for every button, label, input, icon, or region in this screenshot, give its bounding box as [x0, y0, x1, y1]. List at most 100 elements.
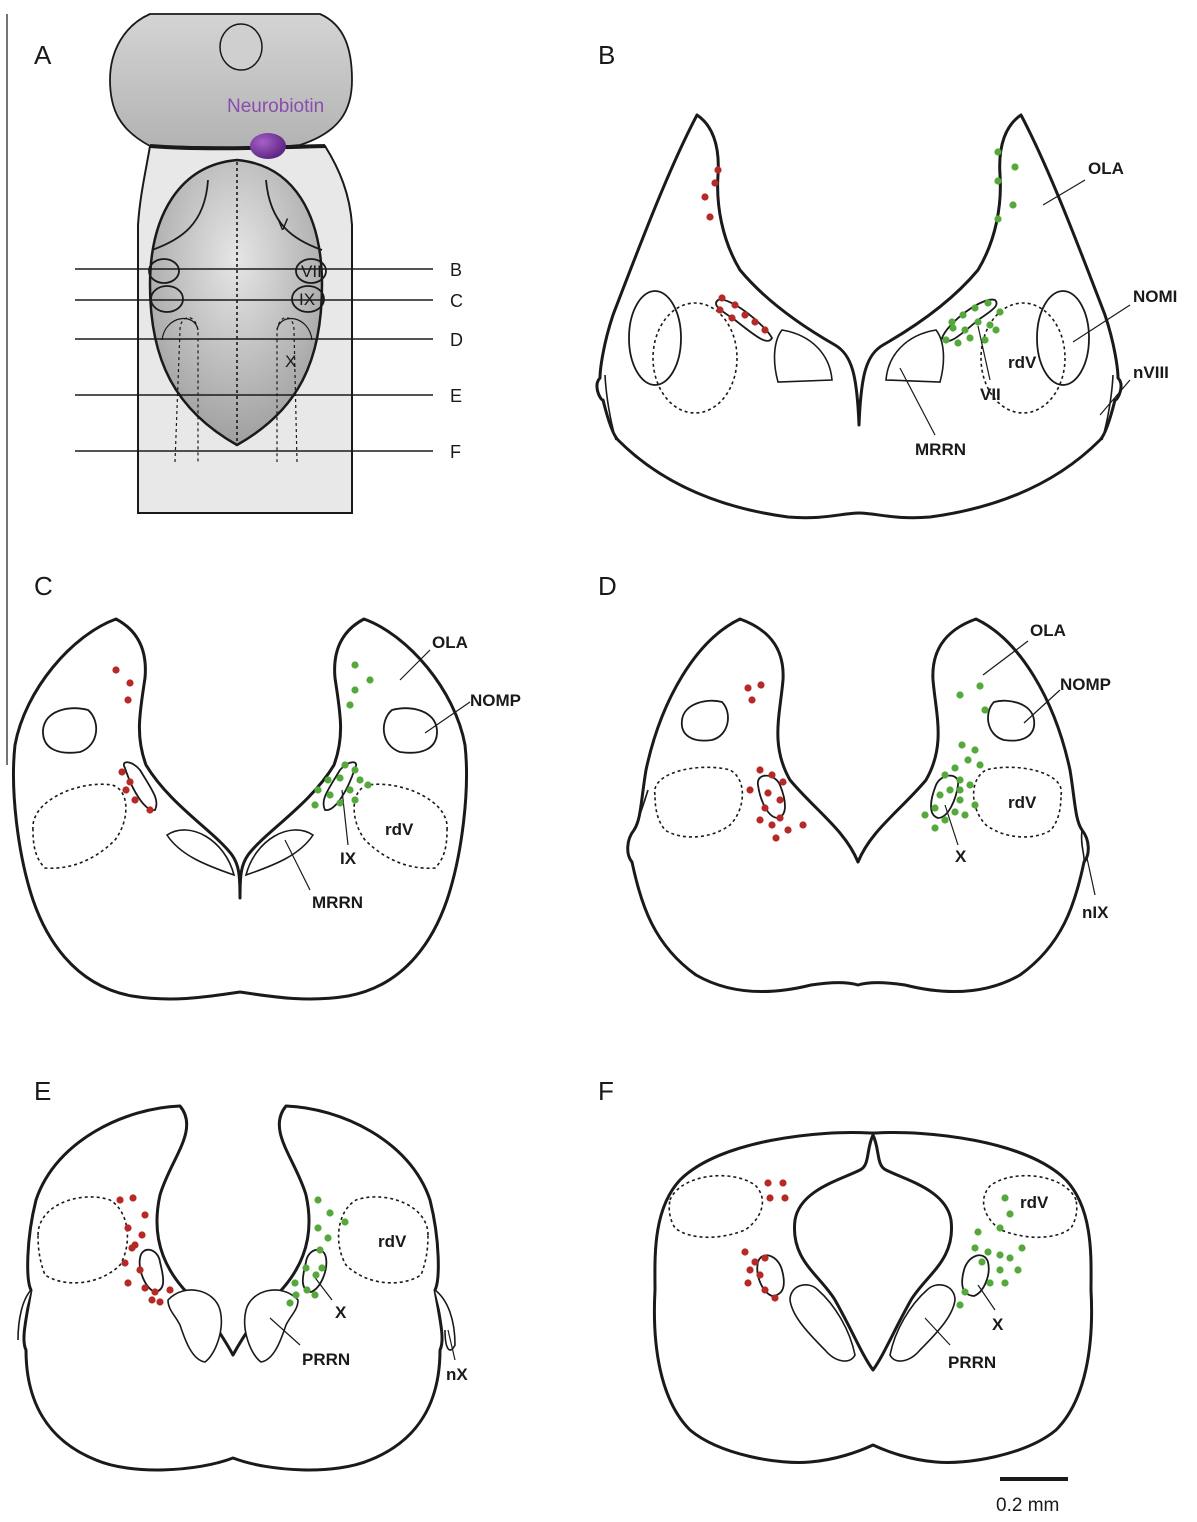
section-e-outline [24, 1106, 442, 1470]
b-green-cell [981, 336, 988, 343]
e-red-cell [156, 1298, 163, 1305]
e-red-cell [124, 1279, 131, 1286]
f-green-cell [1018, 1244, 1025, 1251]
b-green-cell [992, 326, 999, 333]
e-red-cell [131, 1241, 138, 1248]
d-green-cell [976, 761, 983, 768]
c-green-cell [364, 781, 371, 788]
panel-f-letter: F [598, 1076, 614, 1106]
panel-e-letter: E [34, 1076, 51, 1106]
f-green-cell [961, 1288, 968, 1295]
f-red-cell [756, 1271, 763, 1278]
b-label-nviii: nVIII [1133, 363, 1169, 382]
c-green-cell [351, 796, 358, 803]
f-red-cell [779, 1179, 786, 1186]
d-green-cell [966, 781, 973, 788]
e-green-cell [311, 1291, 318, 1298]
f-red-cell [744, 1279, 751, 1286]
d-green-cell [961, 811, 968, 818]
d-red-cell [748, 696, 755, 703]
d-green-cell [971, 746, 978, 753]
panel-e: E rdV X PRRN nX [18, 1076, 468, 1470]
d-green-cell [958, 741, 965, 748]
d-red-cell [784, 826, 791, 833]
cut-label-d: D [450, 330, 463, 350]
panel-d: D OLA NOMP rdV X nIX [598, 571, 1111, 992]
d-green-cell [936, 791, 943, 798]
d-green-cell [981, 706, 988, 713]
panel-a-letter: A [34, 40, 52, 70]
panel-d-letter: D [598, 571, 617, 601]
f-red-cell [761, 1286, 768, 1293]
c-green-cell [341, 761, 348, 768]
e-red-cell [141, 1211, 148, 1218]
d-red-cell [768, 821, 775, 828]
c-green-cell [346, 701, 353, 708]
f-green-cell [1014, 1266, 1021, 1273]
b-green-cell [948, 318, 955, 325]
b-green-cell [984, 299, 991, 306]
b-green-cell [971, 304, 978, 311]
e-red-cell [121, 1259, 128, 1266]
d-label-rdv: rdV [1008, 793, 1037, 812]
b-green-cell [959, 311, 966, 318]
b-red-cell [718, 294, 725, 301]
c-red-cell [118, 768, 125, 775]
b-label-vii: VII [980, 385, 1001, 404]
b-label-ola: OLA [1088, 159, 1124, 178]
b-green-cell [1011, 163, 1018, 170]
f-green-cell [978, 1258, 985, 1265]
panel-b: B OLA NOMI nVIII rdV VII MRRN [597, 40, 1177, 518]
e-green-cell [316, 1246, 323, 1253]
c-green-cell [326, 791, 333, 798]
e-green-cell [312, 1271, 319, 1278]
b-green-cell [1009, 201, 1016, 208]
c-green-cell [356, 776, 363, 783]
b-green-cell [994, 148, 1001, 155]
c-red-cell [112, 666, 119, 673]
b-green-cell [954, 339, 961, 346]
scale-bar: 0.2 mm [996, 1479, 1068, 1516]
panel-a: A V VII IX X Neurobiotin B [34, 14, 463, 513]
b-red-cell [731, 301, 738, 308]
d-green-cell [946, 786, 953, 793]
b-red-cell [706, 213, 713, 220]
b-red-cell [728, 314, 735, 321]
c-label-nomp: NOMP [470, 691, 521, 710]
lead-d-nix [1087, 858, 1095, 895]
d-green-cell [956, 796, 963, 803]
panel-c: C OLA NOMP rdV IX MRRN [14, 571, 521, 999]
b-red-cell [761, 326, 768, 333]
tracer-label: Neurobiotin [227, 96, 324, 117]
d-green-cell [951, 764, 958, 771]
b-green-cell [942, 336, 949, 343]
e-red-cell [141, 1284, 148, 1291]
f-red-cell [781, 1194, 788, 1201]
b-green-cell [986, 321, 993, 328]
c-green-cell [351, 661, 358, 668]
e-green-cell [318, 1264, 325, 1271]
section-b-outline [597, 115, 1121, 518]
b-label-rdv: rdV [1008, 353, 1037, 372]
d-green-cell [964, 756, 971, 763]
tectum-bump [220, 24, 262, 70]
scale-bar-label: 0.2 mm [996, 1495, 1059, 1516]
c-label-mrrn: MRRN [312, 893, 363, 912]
section-c-outline [14, 619, 467, 999]
e-label-nx: nX [446, 1365, 468, 1384]
tectum-rim [150, 146, 325, 148]
d-green-cell [931, 804, 938, 811]
panel-b-letter: B [598, 40, 615, 70]
b-green-cell [996, 308, 1003, 315]
f-red-cell [764, 1179, 771, 1186]
e-red-cell [116, 1196, 123, 1203]
d-red-cell [746, 786, 753, 793]
d-green-cell [921, 811, 928, 818]
b-green-cell [961, 326, 968, 333]
injection-site [250, 133, 286, 159]
c-label-ola: OLA [432, 633, 468, 652]
c-label-ix: IX [340, 849, 357, 868]
b-red-cell [741, 311, 748, 318]
d-red-cell [772, 834, 779, 841]
